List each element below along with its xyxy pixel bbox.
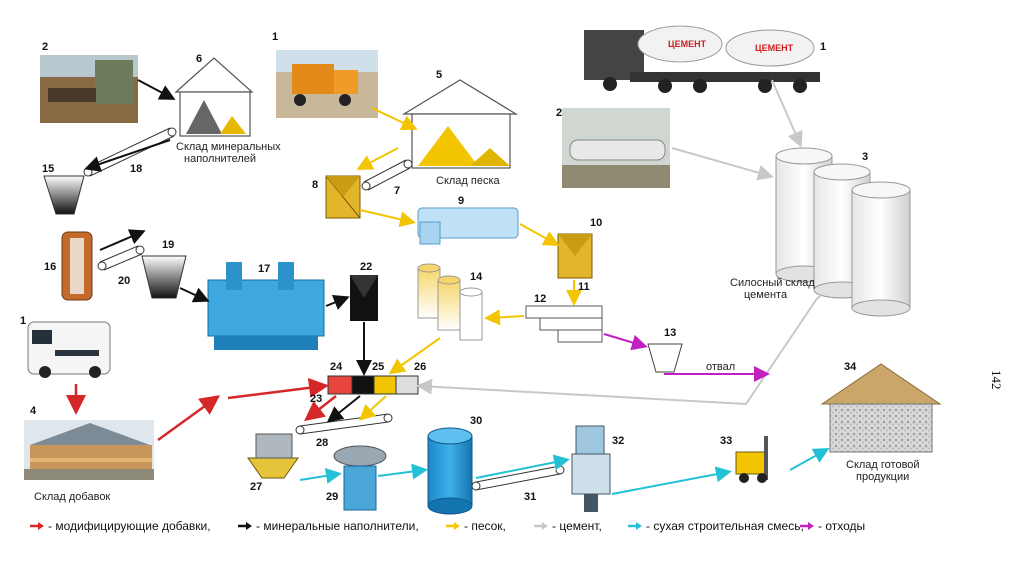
mineral-flow-arrows (84, 79, 372, 423)
num-20: 20 (118, 275, 130, 287)
crusher-16 (61, 231, 93, 301)
num-25: 25 (372, 361, 384, 373)
legend-label-2: - песок, (464, 519, 506, 533)
num-1a: 1 (272, 31, 278, 43)
num-17: 17 (258, 263, 270, 275)
num-1c: 1 (20, 315, 26, 327)
packing-machine-32 (571, 425, 611, 512)
legend: - модифицирующие добавки, - минеральные н… (30, 519, 865, 533)
label-sand-store: Склад песка (436, 175, 501, 187)
page-number: 142 (989, 370, 1004, 390)
legend-arrowhead-1 (246, 522, 252, 530)
num-9: 9 (458, 195, 464, 207)
mill-17 (207, 262, 325, 350)
num-32: 32 (612, 435, 624, 447)
num-24: 24 (330, 361, 343, 373)
mixer-27 (247, 433, 299, 479)
num-12: 12 (534, 293, 546, 305)
num-26: 26 (414, 361, 426, 373)
label-additives-store: Склад добавок (34, 491, 110, 503)
num-22: 22 (360, 261, 372, 273)
cement-rail-wagon-photo (562, 108, 670, 188)
label-product-store-2: продукции (856, 471, 909, 483)
legend-label-3: - цемент, (552, 519, 602, 533)
label-mineral-store-2: наполнителей (184, 153, 256, 165)
legend-label-4: - сухая строительная смесь, (646, 519, 804, 533)
mineral-fillers-warehouse (174, 57, 254, 137)
num-1b: 1 (820, 41, 826, 53)
hopper-15 (43, 175, 85, 215)
num-31: 31 (524, 491, 536, 503)
num-5: 5 (436, 69, 442, 81)
label-cement-silo-2: цемента (744, 289, 788, 301)
finished-product-warehouse (820, 363, 942, 453)
label-product-store-1: Склад готовой (846, 459, 920, 471)
legend-arrowhead-5 (808, 522, 814, 530)
num-30: 30 (470, 415, 482, 427)
screen-29 (333, 445, 387, 511)
truck-lettering-1: ЦЕМЕНТ (668, 39, 707, 49)
num-15: 15 (42, 163, 54, 175)
dump-truck-photo (276, 50, 378, 118)
legend-label-0: - модифицирующие добавки, (48, 519, 211, 533)
num-33: 33 (720, 435, 732, 447)
legend-arrowhead-0 (38, 522, 44, 530)
legend-arrowhead-2 (454, 522, 460, 530)
legend-label-5: - отходы (818, 519, 865, 533)
num-10: 10 (590, 217, 602, 229)
num-4: 4 (30, 405, 37, 417)
num-16: 16 (44, 261, 56, 273)
num-28: 28 (316, 437, 328, 449)
legend-label-1: - минеральные наполнители, (256, 519, 419, 533)
forklift-33 (735, 436, 768, 483)
conveyor-20 (97, 245, 145, 271)
dosing-bins-24-26 (327, 375, 419, 395)
sand-warehouse (401, 79, 519, 169)
num-14: 14 (470, 271, 483, 283)
hopper-13 (647, 343, 683, 373)
legend-arrowhead-4 (636, 522, 642, 530)
hopper-19 (141, 255, 187, 299)
label-cement-silo-1: Силосный склад (730, 277, 815, 289)
screen-12 (525, 305, 603, 343)
num-6: 6 (196, 53, 202, 65)
additives-flow-arrows (66, 377, 337, 442)
silo-30 (427, 427, 473, 515)
conveyor-7 (361, 159, 413, 191)
num-11: 11 (578, 281, 590, 293)
waste-flow-arrows (603, 333, 770, 382)
cement-flow-arrows (416, 79, 823, 406)
num-2b: 2 (556, 107, 562, 119)
van-photo (27, 321, 111, 378)
num-18: 18 (130, 163, 142, 175)
feeder-10 (557, 233, 593, 279)
num-3: 3 (862, 151, 868, 163)
additives-warehouse-photo (24, 420, 154, 480)
sand-silos-14 (417, 263, 483, 341)
truck-lettering-2: ЦЕМЕНТ (755, 43, 794, 53)
drum-dryer-9 (417, 207, 519, 245)
sand-flow-arrows (356, 107, 582, 421)
num-8: 8 (312, 179, 318, 191)
feeder-8 (325, 175, 361, 219)
legend-arrowhead-3 (542, 522, 548, 530)
rail-wagon-photo-mineral (40, 55, 138, 123)
num-34: 34 (844, 361, 857, 373)
num-19: 19 (162, 239, 174, 251)
num-29: 29 (326, 491, 338, 503)
num-2a: 2 (42, 41, 48, 53)
dry-mix-flow-arrows (299, 448, 830, 495)
label-dump: отвал (706, 361, 735, 373)
hopper-22 (350, 275, 378, 321)
num-7: 7 (394, 185, 400, 197)
cement-truck-photo: ЦЕМЕНТ ЦЕМЕНТ (584, 25, 820, 93)
cement-silos (775, 147, 911, 317)
num-23: 23 (310, 393, 322, 405)
num-27: 27 (250, 481, 262, 493)
num-13: 13 (664, 327, 676, 339)
label-mineral-store-1: Склад минеральных (176, 141, 281, 153)
